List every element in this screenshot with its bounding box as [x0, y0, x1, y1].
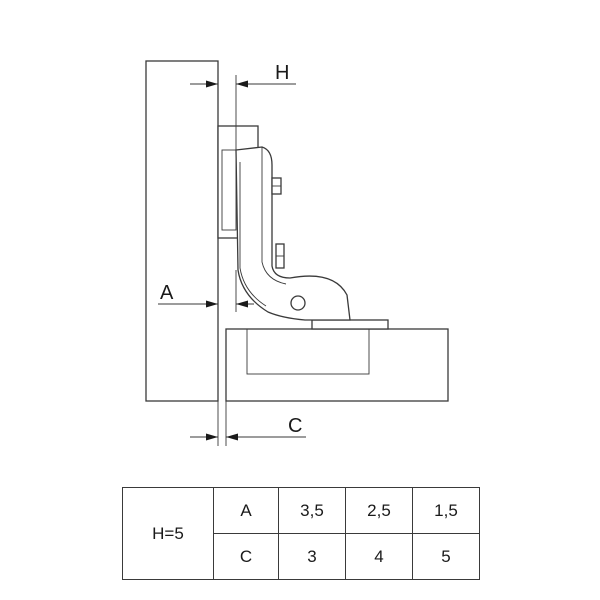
a-arrow-left [206, 300, 218, 308]
a-arrow-right [236, 300, 248, 308]
hinge-arm [235, 146, 351, 321]
table-cell: 3,5 [278, 487, 346, 534]
c-arrow-right [226, 433, 238, 441]
table-row-c: C 3 4 5 [123, 533, 480, 580]
table-cell: 4 [345, 533, 413, 580]
door-panel [145, 60, 219, 402]
row-label-cell: A [213, 487, 279, 534]
cup-recess [246, 328, 370, 375]
c-dimension-label: C [288, 415, 302, 437]
table-cell: 3 [278, 533, 346, 580]
a-dimension-label: A [160, 282, 174, 304]
h-arrow-right [236, 80, 248, 88]
c-arrow-left [206, 433, 218, 441]
h-arrow-left [206, 80, 218, 88]
hinge-arm-inner-line [239, 162, 267, 307]
row-label-cell: C [213, 533, 279, 580]
base-plate [311, 319, 389, 330]
h-dimension-label: H [275, 62, 289, 84]
dimension-table: H=5 A 3,5 2,5 1,5 C 3 4 5 [122, 487, 480, 580]
table-cell: 5 [412, 533, 480, 580]
table-row-a: H=5 A 3,5 2,5 1,5 [122, 487, 480, 580]
table-cell: 1,5 [412, 487, 480, 534]
hinge-arm-edge [261, 147, 287, 285]
h-value-cell: H=5 [122, 487, 214, 580]
mounting-plate-inner [221, 149, 237, 231]
table-cell: 2,5 [345, 487, 413, 534]
pivot-pin [290, 295, 306, 311]
cabinet-side [225, 328, 449, 402]
